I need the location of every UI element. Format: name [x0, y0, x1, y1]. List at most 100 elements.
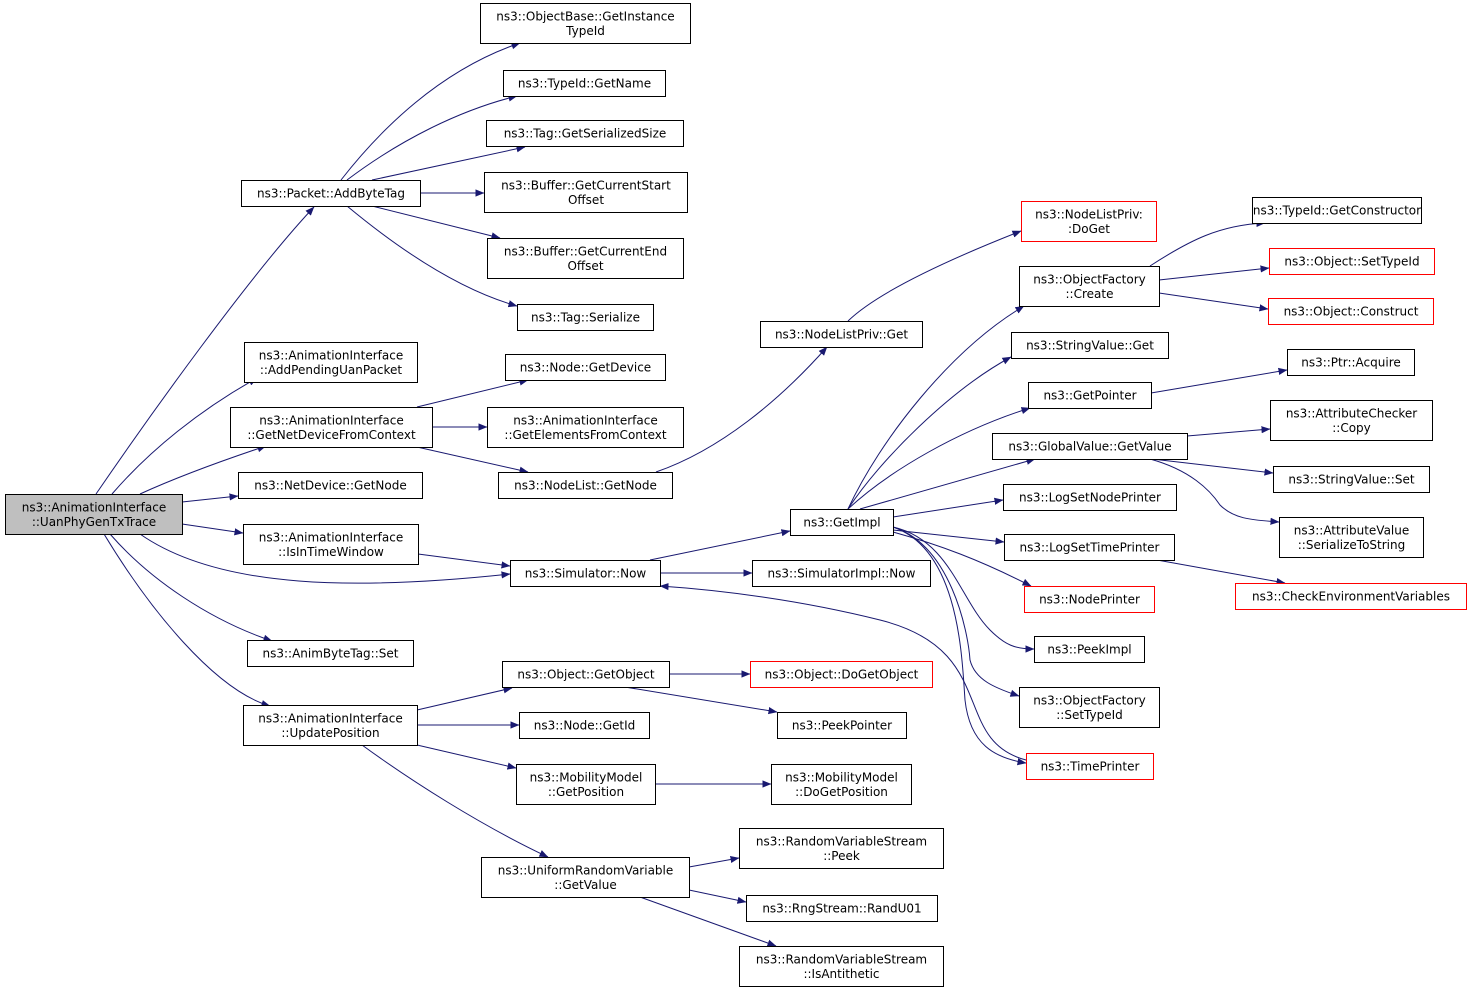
function-node-get-net-device-from-context[interactable]: ns3::AnimationInterface::GetNetDeviceFro…: [230, 407, 433, 448]
node-box: [777, 712, 907, 739]
function-node-node-printer[interactable]: ns3::NodePrinter: [1024, 586, 1155, 613]
node-box: [1034, 636, 1145, 663]
node-label: ::UanPhyGenTxTrace: [32, 515, 156, 529]
function-node-mobility-do-get-position[interactable]: ns3::MobilityModel::DoGetPosition: [771, 764, 912, 805]
node-label: ns3::PeekImpl: [1047, 643, 1131, 657]
node-label: ns3::AnimationInterface: [258, 711, 402, 725]
function-node-rng-rand-u01[interactable]: ns3::RngStream::RandU01: [746, 895, 938, 922]
node-label: ns3::Object::SetTypeId: [1284, 255, 1419, 269]
node-label: ns3::Node::GetId: [534, 719, 636, 733]
function-node-log-set-time-printer[interactable]: ns3::LogSetTimePrinter: [1004, 534, 1175, 561]
function-node-node-list-priv-get[interactable]: ns3::NodeListPriv::Get: [760, 321, 923, 348]
node-label: ns3::GetPointer: [1043, 389, 1136, 403]
node-box: [739, 946, 944, 987]
function-node-type-id-get-name[interactable]: ns3::TypeId::GetName: [503, 70, 666, 97]
function-node-string-value-set[interactable]: ns3::StringValue::Set: [1273, 466, 1430, 493]
node-box: [1287, 349, 1415, 376]
function-node-update-position[interactable]: ns3::AnimationInterface::UpdatePosition: [243, 705, 418, 746]
function-node-node-get-device[interactable]: ns3::Node::GetDevice: [505, 354, 666, 381]
function-node-simulator-now[interactable]: ns3::Simulator::Now: [510, 560, 661, 587]
call-edge: [103, 533, 271, 708]
function-node-log-set-node-printer[interactable]: ns3::LogSetNodePrinter: [1003, 484, 1177, 511]
node-label: ns3::AnimationInterface: [513, 413, 657, 427]
function-node-node-list-priv-do-get[interactable]: ns3::NodeListPriv::DoGet: [1021, 201, 1157, 242]
function-node-check-environment-variables[interactable]: ns3::CheckEnvironmentVariables: [1235, 583, 1467, 610]
call-edge: [659, 582, 1027, 761]
call-edge: [847, 230, 1022, 322]
function-node-object-factory-set-type-id[interactable]: ns3::ObjectFactory::SetTypeId: [1019, 687, 1160, 728]
function-node-tag-get-serialized-size[interactable]: ns3::Tag::GetSerializedSize: [486, 120, 684, 147]
function-node-anim-byte-tag-set[interactable]: ns3::AnimByteTag::Set: [247, 640, 414, 667]
function-node-global-value-get-value[interactable]: ns3::GlobalValue::GetValue: [992, 433, 1188, 460]
function-node-attribute-value-serialize[interactable]: ns3::AttributeValue::SerializeToString: [1279, 517, 1424, 558]
node-box: [760, 321, 923, 348]
call-edge: [847, 407, 1031, 510]
function-node-do-get-object[interactable]: ns3::Object::DoGetObject: [750, 661, 933, 688]
function-node-mobility-get-position[interactable]: ns3::MobilityModel::GetPosition: [516, 764, 656, 805]
node-label: ns3::ObjectFactory: [1033, 693, 1146, 707]
call-edge: [109, 533, 273, 642]
function-node-is-in-time-window[interactable]: ns3::AnimationInterface::IsInTimeWindow: [243, 524, 419, 565]
function-node-add-pending-uan-packet[interactable]: ns3::AnimationInterface::AddPendingUanPa…: [244, 342, 418, 383]
function-node-object-get-object[interactable]: ns3::Object::GetObject: [502, 661, 670, 688]
function-node-simulator-impl-now[interactable]: ns3::SimulatorImpl::Now: [752, 560, 931, 587]
call-edge: [346, 205, 518, 308]
node-label: ns3::Object::GetObject: [517, 668, 655, 682]
function-node-object-factory-create[interactable]: ns3::ObjectFactory::Create: [1019, 266, 1160, 307]
function-node-tag-serialize[interactable]: ns3::Tag::Serialize: [517, 304, 654, 331]
function-node-string-value-get[interactable]: ns3::StringValue::Get: [1011, 332, 1169, 359]
node-box: [992, 433, 1188, 460]
function-node-object-set-type-id[interactable]: ns3::Object::SetTypeId: [1269, 248, 1435, 275]
function-node-add-byte-tag[interactable]: ns3::Packet::AddByteTag: [241, 180, 421, 207]
node-box: [1003, 484, 1177, 511]
node-box: [517, 304, 654, 331]
call-edge: [892, 497, 1004, 518]
function-node-rvs-is-antithetic[interactable]: ns3::RandomVariableStream::IsAntithetic: [739, 946, 944, 987]
function-node-time-printer[interactable]: ns3::TimePrinter: [1026, 753, 1154, 780]
call-edge: [892, 526, 1020, 697]
function-node-get-elements-from-context[interactable]: ns3::AnimationInterface::GetElementsFrom…: [487, 407, 684, 448]
node-label: ns3::Tag::GetSerializedSize: [504, 127, 667, 141]
function-node-type-id-get-constructor[interactable]: ns3::TypeId::GetConstructor: [1252, 197, 1422, 224]
node-label: ns3::TimePrinter: [1041, 760, 1140, 774]
function-node-root[interactable]: ns3::AnimationInterface::UanPhyGenTxTrac…: [5, 494, 183, 535]
node-box: [1026, 753, 1154, 780]
node-label: ns3::NodeListPriv::Get: [775, 328, 908, 342]
node-box: [746, 895, 938, 922]
node-label: ns3::ObjectBase::GetInstance: [496, 9, 674, 23]
call-edge: [847, 305, 1025, 510]
node-label: ns3::NodeList::GetNode: [514, 479, 657, 493]
function-node-get-impl[interactable]: ns3::GetImpl: [790, 509, 894, 536]
node-label: ns3::NodeListPriv:: [1035, 207, 1143, 221]
function-node-uniform-get-value[interactable]: ns3::UniformRandomVariable::GetValue: [481, 857, 690, 898]
function-node-net-device-get-node[interactable]: ns3::NetDevice::GetNode: [238, 472, 423, 499]
function-node-rvs-peek[interactable]: ns3::RandomVariableStream::Peek: [739, 828, 944, 869]
node-label: ns3::Buffer::GetCurrentStart: [501, 178, 671, 192]
call-edge: [1186, 426, 1271, 437]
node-box: [771, 764, 912, 805]
function-node-get-pointer[interactable]: ns3::GetPointer: [1028, 382, 1152, 409]
node-box: [1252, 197, 1422, 224]
node-label: ::GetPosition: [548, 785, 624, 799]
node-label: ns3::GlobalValue::GetValue: [1008, 440, 1171, 454]
node-box: [505, 354, 666, 381]
function-node-attribute-checker-copy[interactable]: ns3::AttributeChecker::Copy: [1270, 400, 1433, 441]
node-label: ns3::NodePrinter: [1039, 593, 1140, 607]
node-label: ns3::CheckEnvironmentVariables: [1252, 590, 1450, 604]
function-node-node-get-id[interactable]: ns3::Node::GetId: [519, 712, 650, 739]
call-edge: [639, 896, 777, 947]
node-box: [790, 509, 894, 536]
function-node-ptr-acquire[interactable]: ns3::Ptr::Acquire: [1287, 349, 1415, 376]
function-node-peek-pointer[interactable]: ns3::PeekPointer: [777, 712, 907, 739]
node-label: ::UpdatePosition: [281, 726, 379, 740]
function-node-object-construct[interactable]: ns3::Object::Construct: [1268, 298, 1434, 325]
function-node-node-list-get-node[interactable]: ns3::NodeList::GetNode: [498, 472, 673, 499]
node-label: ns3::AnimationInterface: [259, 348, 403, 362]
function-node-peek-impl[interactable]: ns3::PeekImpl: [1034, 636, 1145, 663]
node-label: ns3::AnimationInterface: [259, 413, 403, 427]
node-label: ::GetValue: [554, 878, 616, 892]
node-box: [484, 172, 688, 213]
